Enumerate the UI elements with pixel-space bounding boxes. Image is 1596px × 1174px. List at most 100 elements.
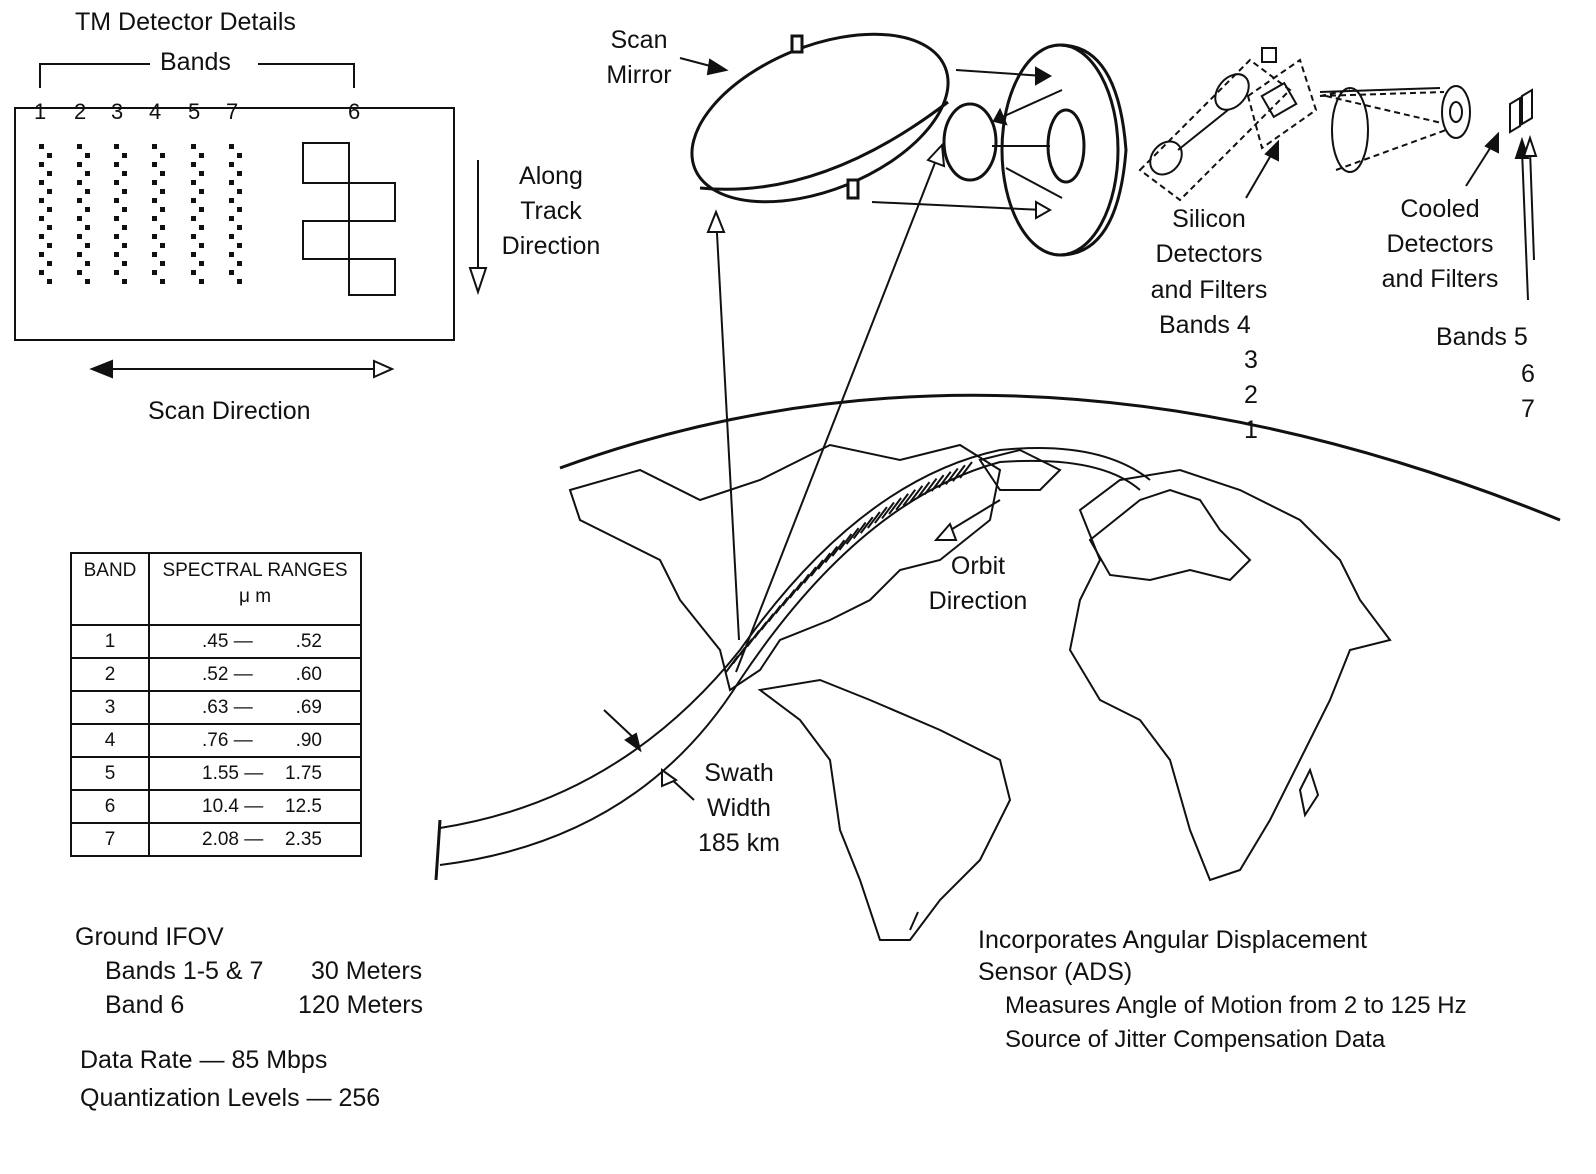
detector-dot [47,171,52,176]
orbit-label-2: Direction [928,587,1028,615]
swath-hatch-mark [845,527,860,545]
cooled-label-2: Detectors [1386,230,1494,258]
cooled-label-3: and Filters [1381,265,1499,293]
scan-mirror-label-2: Mirror [606,61,672,89]
silicon-band-1: 1 [1244,416,1258,444]
band-number-6: 6 [348,99,361,124]
detector-dot [77,216,82,221]
detector-dot [199,171,204,176]
cooled-band-6: 6 [1521,360,1535,388]
ads-line-4: Source of Jitter Compensation Data [1005,1026,1386,1053]
detector-dot [160,225,165,230]
detector-dot [47,243,52,248]
detector-dot [237,153,242,158]
detector-dot [199,153,204,158]
band-cell: 2 [70,657,150,692]
swath-hatch-mark [930,474,945,492]
detector-dot [237,243,242,248]
detector-dot [237,189,242,194]
band-cell: 5 [70,756,150,791]
band-6-label: Band 6 [105,991,185,1019]
spectral-column-header: SPECTRAL RANGES μ m [148,552,362,626]
orbit-direction-arrow [933,499,1001,541]
detector-dot [122,171,127,176]
band-6-value: 120 Meters [298,991,424,1019]
range-high: .52 [295,630,322,652]
detector-dot [229,270,234,275]
detector-dot [114,198,119,203]
swath-hatch-mark [803,566,817,584]
detector-dot [39,144,44,149]
detector-dot [152,162,157,167]
swath-hatch-mark [781,589,796,607]
detector-dot [160,243,165,248]
silicon-label-arrow [1245,139,1279,199]
detector-dot [77,198,82,203]
band-cell: 1 [70,624,150,659]
swath-hatch-mark [937,471,952,489]
swath-hatch-mark [895,493,909,511]
swath-hatch-mark [923,477,938,496]
detector-dot [237,207,242,212]
detector-dot [77,270,82,275]
range-high: 12.5 [285,795,322,817]
ocean-stroke [909,911,919,931]
data-rate: Data Rate — 85 Mbps [80,1046,328,1074]
detector-dot [47,153,52,158]
detector-dot [152,270,157,275]
along-track-arrow [468,160,488,296]
swath-label-3: 185 km [698,829,780,857]
detector-dot [114,216,119,221]
bands-label: Bands [160,48,231,76]
silicon-label-2: Detectors [1155,240,1263,268]
detector-dot [114,162,119,167]
telescope [942,43,1128,257]
detector-dot [152,198,157,203]
detector-dot [85,207,90,212]
detector-dot [237,171,242,176]
range-low: .45 — [202,630,253,652]
detector-dot [199,207,204,212]
band-number-5: 5 [188,99,201,124]
table-row: 1 .45 — .52 [70,624,362,659]
quantization-levels: Quantization Levels — 256 [80,1084,381,1112]
detector-dot [229,216,234,221]
detector-dot [47,189,52,194]
detector-dot [77,144,82,149]
swath-hatch-mark [796,573,810,592]
range-low: .63 — [202,696,253,718]
swath-label-2: Width [707,794,771,822]
detector-dot [114,234,119,239]
detector-dot [152,180,157,185]
detector-dot [191,270,196,275]
detector-dot [191,234,196,239]
orbit-label-1: Orbit [950,552,1006,580]
detector-dot [39,198,44,203]
detector-dot [47,207,52,212]
silicon-label-1: Silicon [1172,205,1246,233]
silicon-filter-block [1246,58,1318,150]
detector-dot [85,279,90,284]
view-lines [706,142,946,673]
swath-hatch-mark [859,516,874,534]
detector-title: TM Detector Details [75,8,296,36]
range-low: 10.4 — [202,795,264,817]
ground-ifov-title: Ground IFOV [75,923,224,951]
range-high: .60 [295,663,322,685]
detector-dot [237,225,242,230]
detector-dot [77,252,82,257]
detector-dot [39,180,44,185]
detector-dot [85,189,90,194]
detector-dot [160,153,165,158]
detector-dot [122,261,127,266]
detector-dot [191,252,196,257]
detector-frame [14,107,455,341]
silicon-band-2: 2 [1244,381,1258,409]
swath-hatch-mark [817,552,831,570]
detector-dot [152,234,157,239]
range-high: .69 [295,696,322,718]
swath-hatch [725,461,973,673]
range-low: 2.08 — [202,828,264,850]
spectral-header-title: SPECTRAL RANGES [162,560,348,581]
